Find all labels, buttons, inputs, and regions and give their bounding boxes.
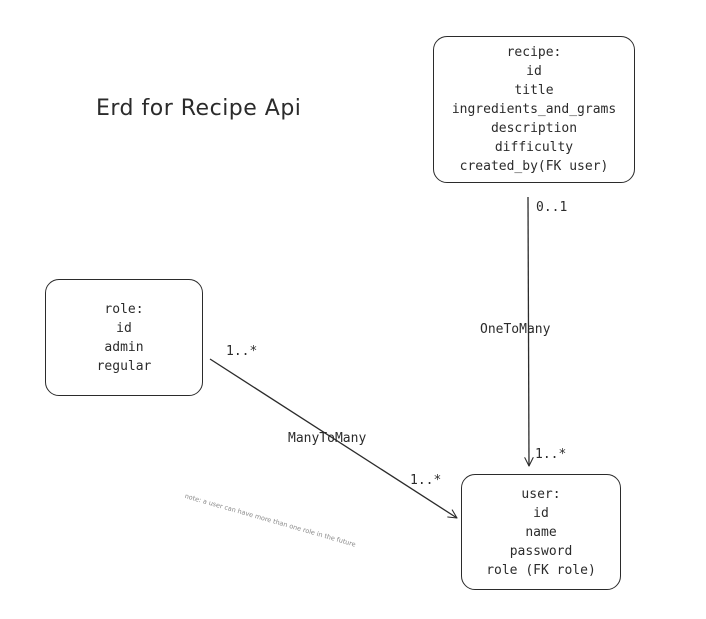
entity-user: user: id name password role (FK role) [461, 474, 621, 590]
entity-recipe-name: recipe: [506, 45, 562, 60]
entity-recipe-field: created_by(FK user) [459, 159, 609, 174]
relationship-label-manytomany: ManyToMany [288, 431, 367, 446]
entity-user-field: password [509, 543, 573, 559]
connector-role-user [209, 358, 458, 519]
multiplicity-recipe: 0..1 [536, 200, 568, 215]
multiplicity-role: 1..* [226, 344, 258, 359]
connector-recipe-user [524, 196, 534, 467]
entity-user-field: role (FK role) [486, 562, 596, 578]
entity-role-field: regular [96, 358, 152, 374]
relationship-label-onetomany: OneToMany [480, 322, 551, 337]
entity-role-field: id [116, 320, 132, 336]
entity-role: role: id admin regular [45, 279, 203, 396]
multiplicity-user-recipe: 1..* [535, 447, 567, 462]
entity-user-field: name [525, 524, 557, 540]
entity-recipe-field: title [514, 83, 554, 98]
entity-recipe: recipe: id title ingredients_and_grams d… [433, 36, 635, 183]
entity-role-field: admin [104, 339, 144, 355]
entity-recipe-field: difficulty [494, 140, 574, 155]
entity-user-field: id [533, 505, 549, 521]
entity-role-name: role: [104, 301, 144, 317]
entity-user-name: user: [521, 486, 561, 502]
multiplicity-user-role: 1..* [410, 473, 442, 488]
diagram-title: Erd for Recipe Api [96, 96, 302, 121]
entity-recipe-field: id [526, 64, 542, 79]
entity-recipe-field: ingredients_and_grams [451, 102, 617, 117]
entity-recipe-field: description [490, 121, 578, 136]
